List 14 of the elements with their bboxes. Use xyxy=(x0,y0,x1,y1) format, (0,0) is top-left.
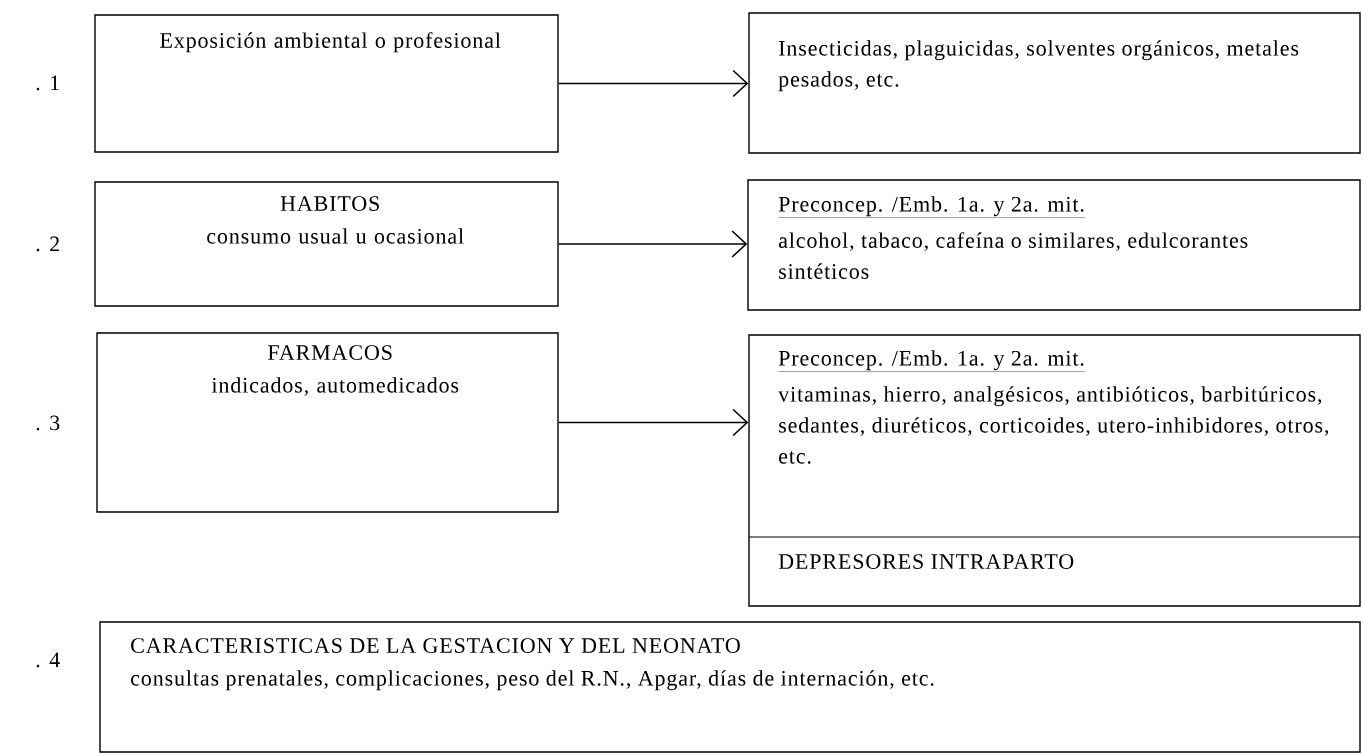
item-number: . 1 xyxy=(36,75,59,91)
arrow xyxy=(557,408,749,437)
item-number: . 3 xyxy=(36,415,60,431)
arrow xyxy=(557,69,749,98)
summary-box: CARACTERISTICAS DE LA GESTACION Y DEL NEONATO consultas prenatales, complicaciones, peso del R.N., Apgar, días de internación, etc. xyxy=(99,621,1361,753)
list-box: Preconcep. /Emb. 1a. y 2a. mit. vitaminas, hierro, analgésicos, antibióticos, barbitúricos, sedantes, diuréticos, corticoides, utero-inhibidores, otros, etc. DEPRESORES INTRAPARTO xyxy=(748,334,1361,607)
item-number: . 4 xyxy=(36,652,60,668)
source-box: Exposición ambiental o profesional xyxy=(94,14,559,153)
source-box: FARMACOS indicados, automedicados xyxy=(96,332,559,513)
list-box: Insecticidas, plaguicidas, solventes orgánicos, metales pesados, etc. xyxy=(748,12,1361,154)
item-number: . 2 xyxy=(36,236,59,252)
arrow xyxy=(557,230,748,258)
source-box: HABITOS consumo usual u ocasional xyxy=(94,181,559,307)
list-box: Preconcep. /Emb. 1a. y 2a. mit. alcohol, tabaco, cafeína o similares, edulcorantes sintéticos xyxy=(747,179,1361,311)
